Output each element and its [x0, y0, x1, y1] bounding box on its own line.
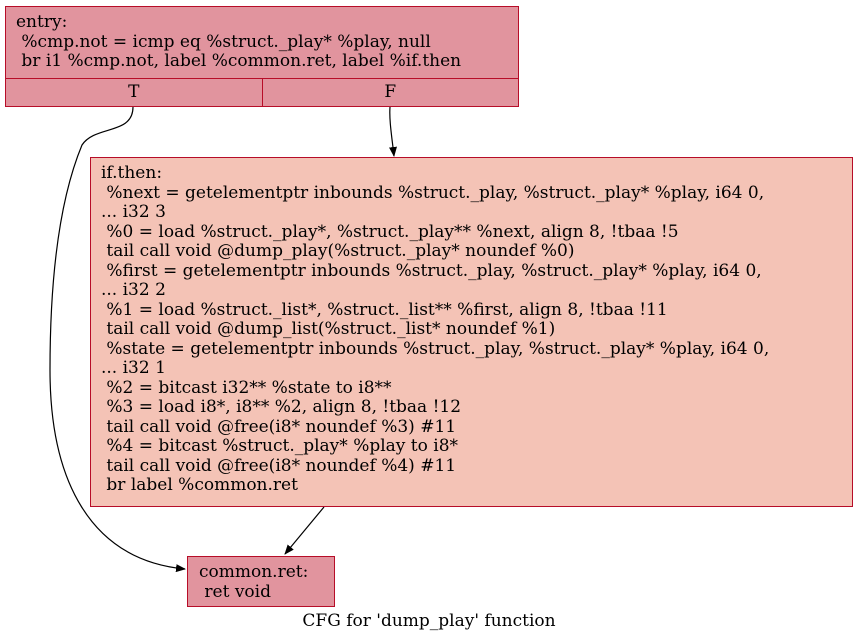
code-line: %first = getelementptr inbounds %struct.…	[101, 260, 762, 281]
code-line: %next = getelementptr inbounds %struct._…	[101, 182, 765, 203]
edge-entry-true-to-common-ret	[49, 106, 186, 573]
code-line: br i1 %cmp.not, label %common.ret, label…	[16, 51, 462, 71]
code-line: %state = getelementptr inbounds %struct.…	[101, 338, 770, 359]
code-line: tail call void @free(i8* noundef %4) #11	[101, 455, 457, 476]
code-line: %3 = load i8*, i8** %2, align 8, !tbaa !…	[101, 397, 462, 417]
code-line: %2 = bitcast i32** %state to i8**	[101, 377, 392, 398]
code-line: entry:	[16, 12, 68, 32]
node-entry-branches: T F	[6, 79, 518, 106]
branch-false-port: F	[261, 79, 519, 106]
code-line: %cmp.not = icmp eq %struct._play* %play,…	[16, 31, 431, 52]
code-line: if.then:	[101, 163, 163, 183]
graph-caption: CFG for 'dump_play' function	[302, 611, 556, 631]
code-line: %0 = load %struct._play*, %struct._play*…	[101, 221, 679, 242]
code-line: ret void	[199, 581, 271, 602]
node-if-then: if.then: %next = getelementptr inbounds …	[90, 157, 853, 507]
code-line: tail call void @dump_play(%struct._play*…	[101, 241, 575, 261]
code-line: tail call void @dump_list(%struct._list*…	[101, 319, 556, 339]
node-common-ret: common.ret: ret void	[187, 556, 335, 607]
branch-true-port: T	[128, 82, 140, 102]
edge-if-then-to-common-ret	[284, 506, 325, 555]
code-line: ... i32 2	[101, 280, 166, 300]
code-line: common.ret:	[199, 562, 309, 582]
code-line: ... i32 1	[101, 358, 166, 378]
edge-entry-false-to-if-then	[389, 106, 397, 157]
node-entry: entry: %cmp.not = icmp eq %struct._play*…	[5, 6, 519, 107]
code-line: br label %common.ret	[101, 475, 298, 495]
code-line: ... i32 3	[101, 202, 166, 222]
code-line: %1 = load %struct._list*, %struct._list*…	[101, 299, 668, 320]
code-line: %4 = bitcast %struct._play* %play to i8*	[101, 436, 459, 456]
node-entry-body: entry: %cmp.not = icmp eq %struct._play*…	[6, 7, 518, 79]
code-line: tail call void @free(i8* noundef %3) #11	[101, 416, 457, 437]
